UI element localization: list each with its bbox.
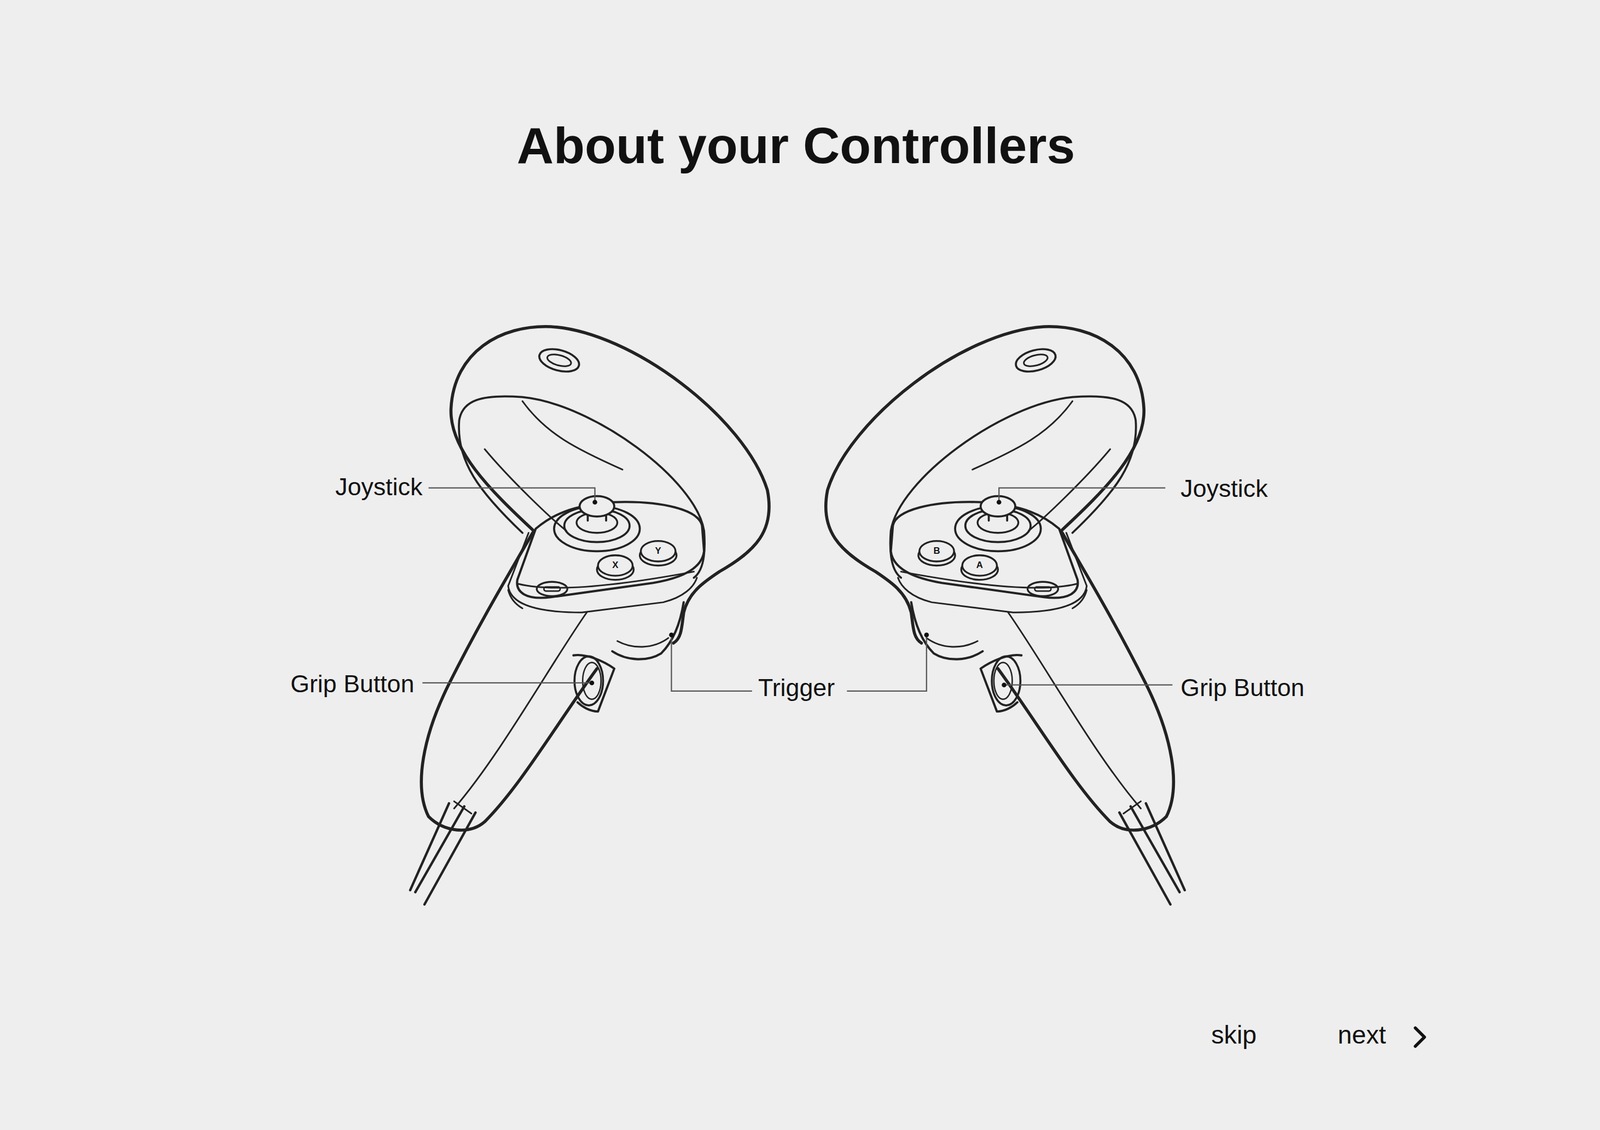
button-letter: Y [655, 546, 662, 556]
nav-link: skip [1211, 1021, 1257, 1048]
part-label: Trigger [758, 675, 835, 701]
right-controller [825, 326, 1185, 905]
part-label: Grip Button [1180, 675, 1305, 701]
part-label: Joystick [1180, 476, 1268, 502]
left-controller [410, 326, 770, 905]
button-letter: X [612, 560, 619, 570]
next-chevron [1415, 1027, 1425, 1046]
button-letter: B [933, 546, 940, 556]
nav-link: next [1337, 1021, 1387, 1048]
page-title: About your Controllers [516, 120, 1076, 172]
leader-lines [422, 487, 1173, 691]
part-label: Joystick [335, 474, 423, 499]
leader-dots [589, 499, 1007, 688]
button-letter: A [976, 560, 983, 570]
part-label: Grip Button [290, 671, 415, 696]
